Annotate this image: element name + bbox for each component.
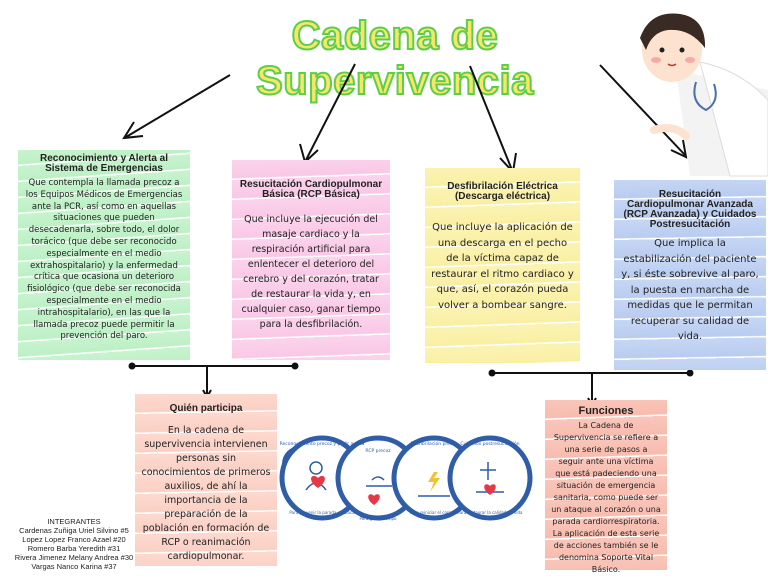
- cpr-icon: [366, 476, 392, 487]
- card-title: Resucitación Cardiopulmonar Avanzada (RC…: [623, 189, 757, 230]
- chain-bottom-label: Para reiniciar el corazón: [410, 510, 459, 515]
- card-recognition: Reconocimiento y Alerta al Sistema de Em…: [18, 150, 190, 360]
- stethoscope-icon: [693, 81, 717, 112]
- member-name: Vargas Nanco Karina #37: [31, 562, 117, 571]
- arrows: [122, 63, 688, 175]
- arrow-to-rcp-basic: [305, 63, 356, 161]
- member-name: Rivera Jimenez Melany Andrea #30: [14, 553, 134, 562]
- card-title: Desfibrilación Eléctrica (Descarga eléct…: [447, 181, 558, 202]
- doctor-illustration: [640, 13, 768, 177]
- arrow-to-defib: [469, 65, 513, 171]
- chain-graphic: Reconocimiento precoz y pedir ayuda RCP …: [279, 435, 533, 521]
- card-rcp-basic: Resucitación Cardiopulmonar Básica (RCP …: [232, 160, 390, 360]
- card-functions: Funciones La Cadena de Supervivencia se …: [545, 400, 667, 574]
- members-heading: INTEGRANTES: [47, 517, 101, 526]
- member-name: Lopez Lopez Franco Azael #20: [22, 535, 126, 544]
- arrow-to-recognition: [125, 74, 231, 138]
- card-title: Quién participa: [169, 403, 243, 414]
- chain-label: Reconocimiento precoz y pedir ayuda: [280, 441, 365, 447]
- chain-bottom-label: Para prevenir la parada cardiaca: [289, 510, 355, 515]
- card-title: Resucitación Cardiopulmonar Básica (RCP …: [239, 179, 383, 200]
- chain-bottom-label: Para restaurar la calidad de vida: [458, 510, 524, 515]
- card-title: Funciones: [578, 405, 634, 417]
- lightning-icon: [428, 472, 440, 492]
- chain-label: Cuidados postresucitación: [460, 440, 519, 447]
- iv-icon: [480, 462, 496, 480]
- card-text: Que implica la estabilización del pacien…: [621, 238, 759, 342]
- connectors: [128, 362, 694, 408]
- doctor-hair: [640, 13, 706, 50]
- card-text: La Cadena de Supervivencia se refiere a …: [551, 421, 661, 574]
- card-text: Que incluye la ejecución del masaje card…: [241, 214, 381, 330]
- members-list: INTEGRANTES Cardenas Zuñiga Uriel Silvin…: [4, 517, 144, 571]
- card-defib: Desfibrilación Eléctrica (Descarga eléct…: [425, 168, 580, 363]
- chain-label: Desfibrilación precoz: [410, 440, 458, 447]
- card-advanced: Resucitación Cardiopulmonar Avanzada (RC…: [614, 180, 766, 370]
- chain-bottom-label: Para ganar tiempo: [360, 516, 398, 521]
- arrow-to-advanced: [599, 64, 686, 156]
- card-text: En la cadena de supervivencia interviene…: [141, 425, 271, 562]
- card-text: Que incluye la aplicación de una descarg…: [431, 222, 574, 311]
- card-title: Reconocimiento y Alerta al Sistema de Em…: [40, 153, 168, 174]
- heart-icon: [484, 484, 496, 495]
- card-text: Que contempla la llamada precoz a los Eq…: [25, 178, 183, 342]
- chain-label: RCP precoz: [365, 448, 391, 454]
- member-name: Cardenas Zuñiga Uriel Silvino #5: [19, 526, 129, 535]
- heart-icon: [311, 475, 325, 488]
- person-icon: [309, 461, 323, 475]
- card-who-participates: Quién participa En la cadena de superviv…: [135, 394, 277, 566]
- member-name: Romero Barba Yeredith #31: [27, 544, 121, 553]
- page-title: Cadena de Supervivencia: [255, 13, 534, 104]
- heart-icon: [368, 494, 380, 505]
